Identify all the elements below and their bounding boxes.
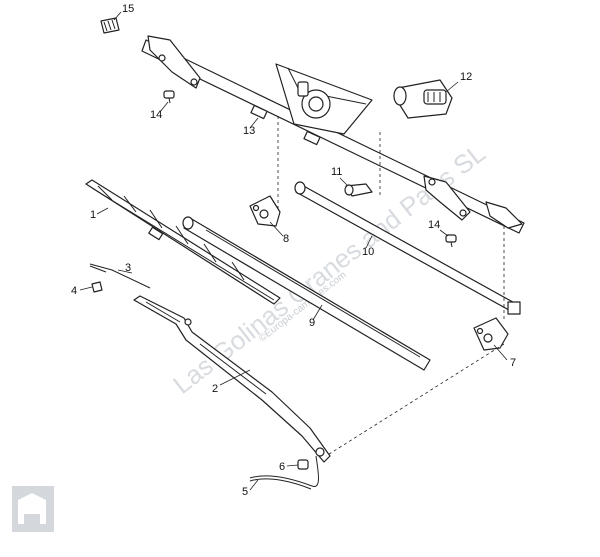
- callout-3: 3: [125, 262, 131, 274]
- part-11-bushing: [344, 183, 373, 197]
- part-7-pivot-bracket: [473, 317, 509, 351]
- part-12-motor: [393, 79, 453, 119]
- part-13-linkage-frame: [141, 35, 525, 234]
- callout-14-left: 14: [150, 109, 162, 121]
- callout-10: 10: [362, 246, 374, 258]
- callout-1: 1: [90, 209, 96, 221]
- callout-14-right: 14: [428, 219, 440, 231]
- callout-12: 12: [460, 71, 472, 83]
- part-6-nut: [297, 459, 309, 470]
- part-3-clip-rod: [89, 263, 151, 289]
- part-4-clip: [91, 281, 103, 293]
- truck-logo-icon: [12, 486, 54, 532]
- callout-13: 13: [243, 125, 255, 137]
- callout-5: 5: [242, 486, 248, 498]
- part-15-cap: [100, 17, 120, 34]
- part-8-pivot-bracket: [249, 195, 281, 227]
- part-1-wiper-blade: [85, 179, 281, 305]
- part-2-wiper-arm: [133, 295, 331, 463]
- callout-15: 15: [122, 3, 134, 15]
- part-10-connecting-rod: [294, 181, 521, 315]
- leader-lines: [79, 11, 508, 491]
- callout-9: 9: [309, 317, 315, 329]
- callout-7: 7: [510, 357, 516, 369]
- part-14-screw-right: [445, 234, 457, 248]
- part-5-washer-hose: [249, 455, 319, 490]
- callout-2: 2: [212, 383, 218, 395]
- motor-bracket: [275, 63, 373, 135]
- callout-11: 11: [331, 166, 342, 178]
- callout-8: 8: [283, 233, 289, 245]
- part-9-drive-bar: [182, 216, 431, 371]
- part-14-screw-left: [163, 90, 175, 104]
- callout-4: 4: [71, 285, 77, 297]
- dashed-guides: [277, 116, 505, 457]
- callout-6: 6: [279, 461, 285, 473]
